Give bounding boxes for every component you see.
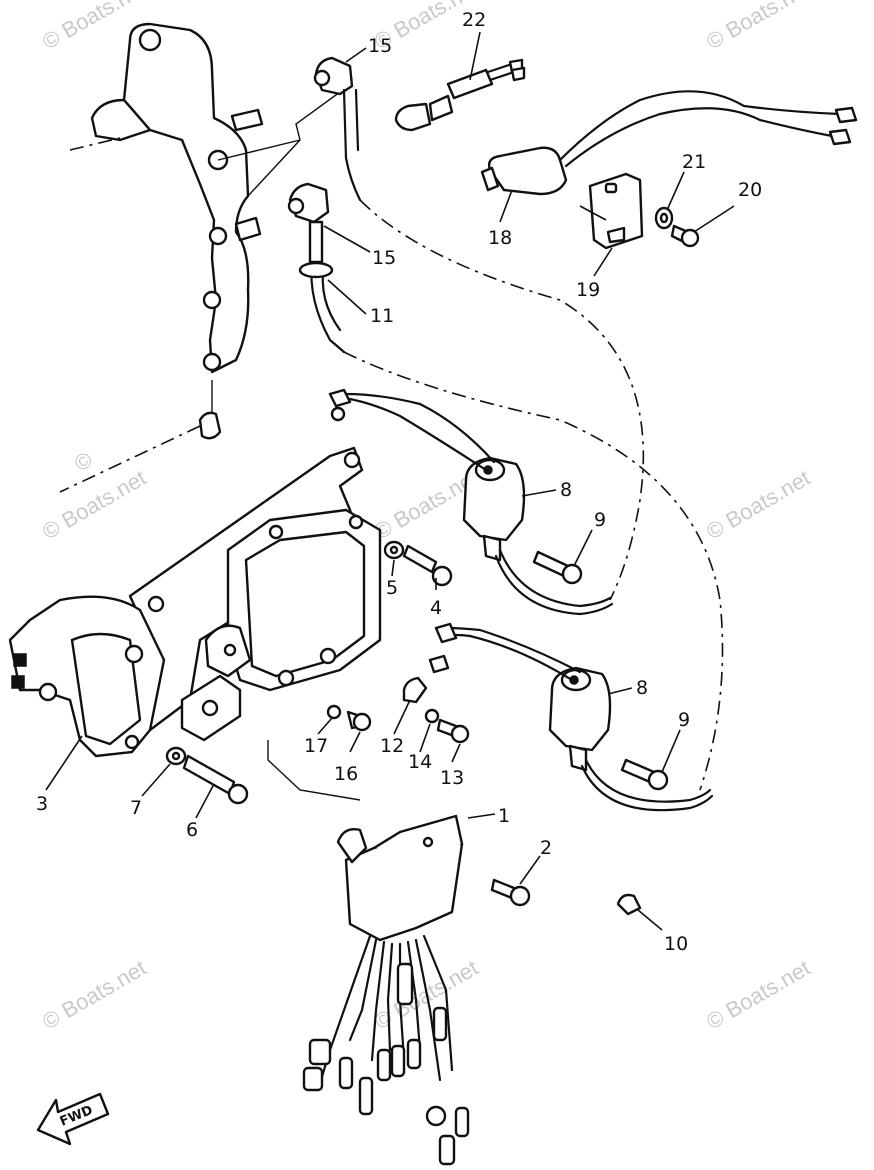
callout-labels: 1 2 3 4 5 6 7 8 8 9 9 10 11 12 13 14 15 …: [36, 9, 762, 955]
callout-18: 18: [488, 227, 512, 249]
callout-6: 6: [186, 819, 198, 841]
bolt-4: [402, 544, 453, 587]
callout-15-lower: 15: [372, 247, 396, 269]
leader-lines: [45, 31, 735, 931]
callout-7: 7: [130, 797, 142, 819]
callout-21: 21: [682, 151, 706, 173]
callout-5: 5: [386, 577, 398, 599]
cdi-housing: [204, 508, 382, 692]
callout-14: 14: [408, 751, 432, 773]
washer-5: [383, 540, 405, 560]
svg-text:© Boats.net: © Boats.net: [702, 955, 814, 1034]
callout-9-upper: 9: [594, 509, 606, 531]
fwd-arrow-icon: FWD: [36, 1092, 110, 1146]
grommet: [298, 261, 334, 279]
callout-3: 3: [36, 793, 48, 815]
callout-1: 1: [498, 805, 510, 827]
plug-cap-lower: [287, 182, 346, 354]
callout-22: 22: [462, 9, 486, 31]
callout-19: 19: [576, 279, 600, 301]
svg-text:© Boats.net: © Boats.net: [702, 465, 814, 544]
bolt-9-lower: [620, 758, 669, 791]
bolt-20: [670, 224, 700, 248]
callout-2: 2: [540, 837, 552, 859]
callout-4: 4: [430, 597, 442, 619]
plug-cap-upper: [313, 56, 362, 202]
lead-route-2: [343, 351, 724, 791]
svg-text:© Boats.net: © Boats.net: [38, 465, 150, 544]
callout-10: 10: [664, 933, 688, 955]
washer-21: [654, 206, 674, 230]
engine-block-outline: ©: [59, 22, 341, 493]
pulser-assembly: [8, 595, 166, 758]
screw-2: [490, 878, 531, 907]
ignition-coil-upper: [328, 388, 614, 616]
connector-22: [394, 58, 526, 132]
callout-13: 13: [440, 767, 464, 789]
callout-9-lower: 9: [678, 709, 690, 731]
svg-text:© Boats.net: © Boats.net: [702, 0, 814, 54]
svg-text:© Boats.net: © Boats.net: [38, 955, 150, 1034]
clip-10: [616, 893, 642, 916]
switch-bracket: [588, 172, 644, 250]
clip-12-14-13: [402, 676, 470, 744]
lead-route-1: [359, 199, 645, 601]
callout-17: 17: [304, 735, 328, 757]
callout-8-lower: 8: [636, 677, 648, 699]
bolt-6-washer-7: [165, 746, 249, 805]
callout-16: 16: [334, 763, 358, 785]
callout-15-upper: 15: [368, 35, 392, 57]
cdi-unit: [302, 814, 470, 1166]
callout-20: 20: [738, 179, 762, 201]
bolt-9-upper: [532, 550, 583, 585]
ignition-coil-lower: [428, 622, 714, 812]
svg-text:©: ©: [70, 447, 97, 477]
callout-11: 11: [370, 305, 394, 327]
neutral-switch: [480, 90, 858, 196]
callout-8-upper: 8: [560, 479, 572, 501]
screw-16-17: [326, 704, 372, 732]
callout-12: 12: [380, 735, 404, 757]
